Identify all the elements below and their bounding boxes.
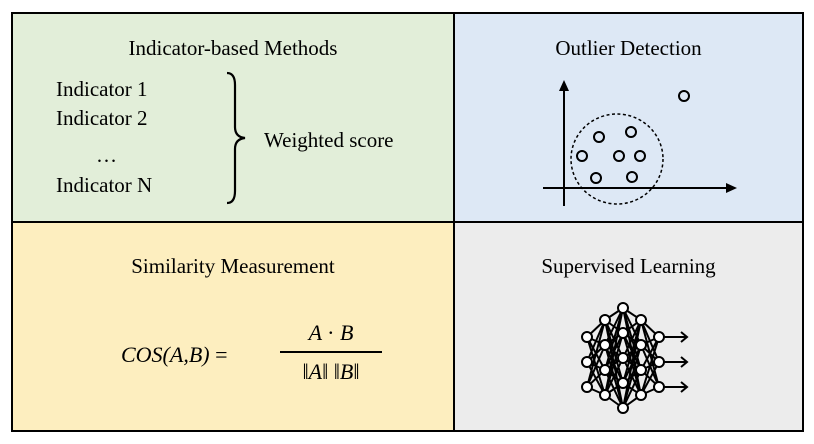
formula-equals: = — [215, 342, 228, 367]
formula-lhs: COS(A,B) = — [121, 342, 228, 368]
methods-diagram: Indicator-based Methods Indicator 1 Indi… — [11, 12, 804, 432]
indicator-methods-panel: Indicator-based Methods Indicator 1 Indi… — [13, 14, 455, 223]
formula-fraction: A · B ‖A‖ ‖B‖ — [280, 320, 382, 385]
formula-denominator: ‖A‖ ‖B‖ — [280, 359, 382, 385]
fraction-bar — [280, 351, 382, 353]
similarity-measurement-title: Similarity Measurement — [131, 254, 335, 278]
numerator-b: B — [339, 320, 354, 345]
curly-brace-icon — [226, 71, 246, 205]
denominator-b: ‖B‖ — [333, 359, 360, 384]
weighted-score-label: Weighted score — [264, 128, 394, 152]
outlier-detection-panel: Outlier Detection — [455, 14, 802, 223]
indicator-2-label: Indicator 2 — [56, 106, 148, 130]
denominator-a: ‖A‖ — [302, 359, 329, 384]
scatter-plot-icon — [543, 80, 737, 206]
indicator-methods-title: Indicator-based Methods — [128, 36, 338, 60]
outlier-detection-title: Outlier Detection — [555, 36, 702, 60]
supervised-learning-panel: Supervised Learning — [455, 223, 802, 430]
indicator-ellipsis: … — [96, 143, 117, 167]
indicator-1-label: Indicator 1 — [56, 77, 148, 101]
similarity-measurement-panel: Similarity Measurement COS(A,B) = A · B … — [13, 223, 455, 430]
formula-function: COS(A,B) — [121, 342, 210, 367]
numerator-a: A — [308, 320, 322, 345]
formula-numerator: A · B — [280, 320, 382, 346]
supervised-learning-title: Supervised Learning — [541, 254, 716, 278]
neural-network-icon — [581, 302, 689, 414]
indicator-n-label: Indicator N — [56, 173, 153, 197]
numerator-dot: · — [327, 320, 335, 345]
